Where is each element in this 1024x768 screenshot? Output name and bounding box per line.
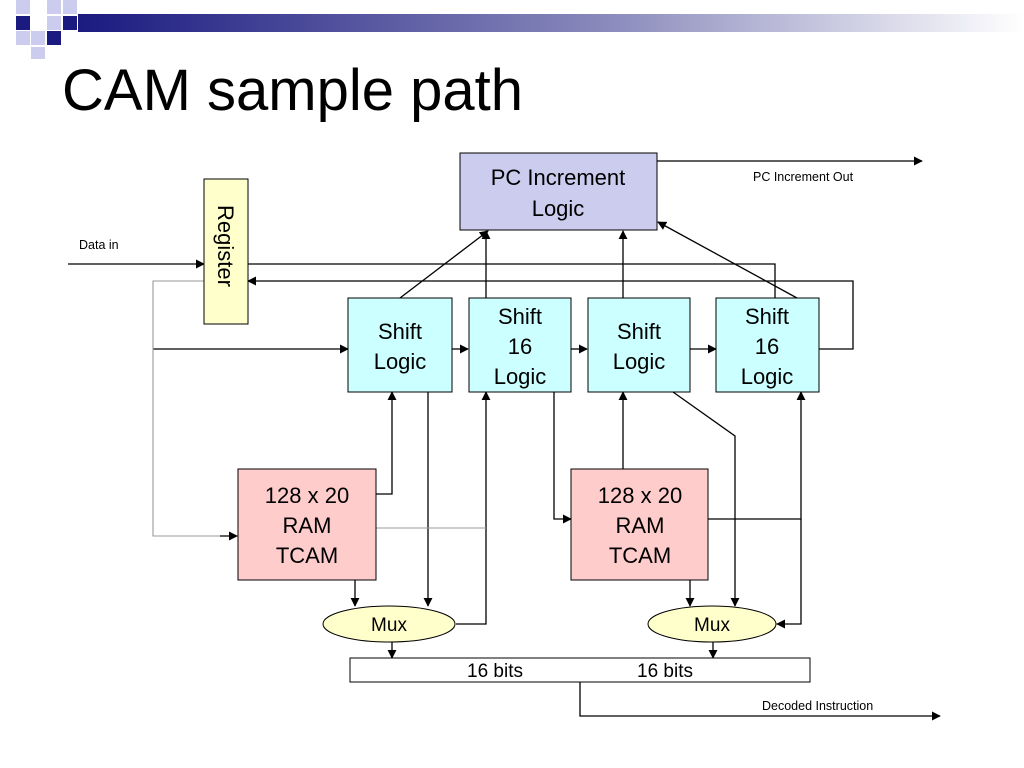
slide-title: CAM sample path <box>62 58 523 123</box>
mux-a: Mux <box>322 605 456 643</box>
ram-b-block: 128 x 20 RAM TCAM <box>570 468 709 581</box>
shift16-b-label-2: 16 <box>755 334 779 359</box>
ram-b-label-3: TCAM <box>609 543 671 568</box>
ram-a-to-shift-a-arrow <box>376 391 397 495</box>
bits-a-label: 16 bits <box>467 661 523 682</box>
shift16-b-label-3: Logic <box>741 364 794 389</box>
shift-a-to-pc-arrow <box>399 230 489 299</box>
pc-out-label: PC Increment Out <box>753 170 854 184</box>
shift16-a-label-3: Logic <box>494 364 547 389</box>
gray-connections <box>152 280 486 537</box>
ram-b-label-1: 128 x 20 <box>598 483 682 508</box>
deco-square <box>16 31 30 45</box>
pc-increment-label-1: PC Increment <box>491 165 626 190</box>
ram-b-to-shift16-b-arrow <box>708 391 806 520</box>
data-in-label: Data in <box>79 238 119 252</box>
deco-square <box>47 31 61 45</box>
ram-a-block: 128 x 20 RAM TCAM <box>237 468 377 581</box>
shift-logic-a-label-2: Logic <box>374 349 427 374</box>
mux-a-to-shift16-a-arrow <box>456 391 491 625</box>
shift16-a-label-2: 16 <box>508 334 532 359</box>
feedback-right-line <box>247 276 854 350</box>
ram-a-label-3: TCAM <box>276 543 338 568</box>
deco-square <box>63 0 77 14</box>
register-to-ram-a-line <box>152 280 236 537</box>
pc-increment-block: PC Increment Logic <box>459 152 658 231</box>
ram-a-label-1: 128 x 20 <box>265 483 349 508</box>
register-label: Register <box>213 205 238 287</box>
deco-square <box>16 16 30 30</box>
shift-logic-b-label-1: Shift <box>617 319 661 344</box>
shift16-b-to-pc-arrow <box>657 221 798 299</box>
shift16-b-block: Shift 16 Logic <box>715 297 820 393</box>
mux-a-label: Mux <box>371 615 407 636</box>
decoded-instruction-label: Decoded Instruction <box>762 699 873 713</box>
instruction-bit-fields: 16 bits 16 bits <box>349 657 811 683</box>
mux-b: Mux <box>647 605 777 643</box>
shift-logic-a-label-1: Shift <box>378 319 422 344</box>
slide-decoration <box>0 0 1024 59</box>
register-block: Register <box>203 178 249 325</box>
pc-increment-label-2: Logic <box>532 196 585 221</box>
shift-b-to-mux-b-arrow <box>672 391 740 607</box>
deco-square <box>63 16 77 30</box>
mux-b-label: Mux <box>694 615 730 636</box>
shift16-a-label-1: Shift <box>498 304 542 329</box>
ram-b-label-2: RAM <box>616 513 665 538</box>
shift16-a-block: Shift 16 Logic <box>468 297 572 393</box>
connections <box>68 156 941 721</box>
shift16-a-to-ram-b-arrow <box>553 392 572 524</box>
shift16-b-label-1: Shift <box>745 304 789 329</box>
bits-b-label: 16 bits <box>637 661 693 682</box>
shift-logic-b-block: Shift Logic <box>587 297 691 393</box>
deco-square <box>16 0 30 14</box>
deco-square <box>31 47 45 59</box>
deco-square <box>47 0 61 14</box>
shift16-b-to-mux-b-arrow <box>776 519 802 629</box>
ram-a-label-2: RAM <box>283 513 332 538</box>
deco-square <box>0 0 14 14</box>
deco-square <box>47 16 61 30</box>
shift-logic-a-block: Shift Logic <box>347 297 453 393</box>
deco-square <box>31 31 45 45</box>
shift-logic-b-label-2: Logic <box>613 349 666 374</box>
title-gradient-bar <box>78 14 1024 32</box>
